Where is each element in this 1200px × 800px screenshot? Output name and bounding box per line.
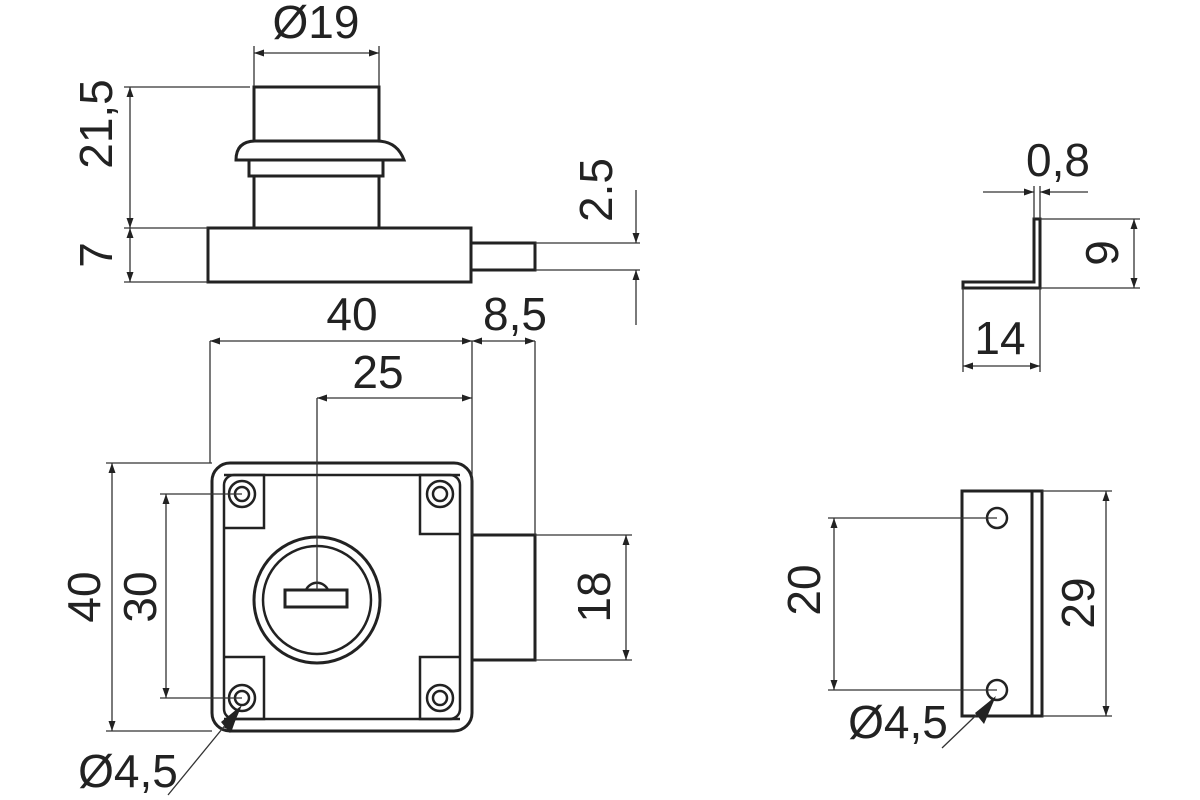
lock-side-view [206,85,537,284]
label-body-width: 40 [326,288,377,340]
dim-bolt-height: 2.5 [535,158,640,325]
label-body-height: 40 [58,571,110,622]
dim-bolt-width: 18 [535,534,632,661]
cylinder-neck [247,158,385,178]
mount-hole-bottom-right [425,683,455,713]
dim-bracket-height: 9 [1040,218,1140,289]
corner-boss-bottom-right [418,655,460,721]
dim-cylinder-height: 21,5 [70,79,250,228]
label-strike-hole-spacing: 20 [778,564,830,615]
corner-boss-bottom-left [224,655,266,721]
dim-body-thickness: 7 [70,227,208,283]
keyway-slot [283,588,349,609]
dim-body-height: 40 [58,462,212,732]
dim-strike-hole-spacing: 20 [778,517,997,691]
label-key-offset: 25 [352,346,403,398]
dim-strike-hole-diameter: Ø4,5 [848,696,996,749]
label-bracket-height: 9 [1076,240,1128,266]
label-bracket-width: 14 [974,312,1025,364]
label-bolt-width: 18 [568,571,620,622]
lock-front-view [210,461,537,733]
mount-hole-top-right [425,479,455,509]
cylinder-collar [234,139,407,162]
label-strike-hole-diameter: Ø4,5 [848,696,948,748]
cylinder-base [252,174,381,230]
dim-body-width: 40 [209,288,473,535]
label-hole-spacing: 30 [114,571,166,622]
dim-hole-spacing: 30 [114,493,242,699]
angle-bracket-view [961,217,1042,290]
dim-bracket-width: 14 [962,288,1041,372]
strike-plate-view [960,489,1044,718]
dim-plate-thickness: 0,8 [983,134,1090,219]
label-strike-height: 29 [1052,577,1104,628]
label-bolt-height: 2.5 [570,158,622,222]
label-top-diameter: Ø19 [273,0,360,48]
dim-bolt-projection: 8,5 [472,288,547,535]
label-body-thickness: 7 [70,242,122,268]
dim-strike-height: 29 [1042,490,1112,717]
angle-bracket [961,217,1042,290]
label-mount-hole-diameter: Ø4,5 [78,745,178,797]
dim-key-offset: 25 [316,346,472,590]
bolt-side [469,241,537,272]
dim-cylinder-diameter: Ø19 [253,0,380,86]
label-cylinder-height: 21,5 [70,79,122,169]
lock-body-side [206,226,473,284]
corner-boss-top-right [418,473,460,536]
cylinder-top [252,85,381,143]
bolt-front [470,533,537,662]
lock-body-inner [222,473,462,721]
dim-mount-hole-diameter: Ø4,5 [78,705,242,797]
label-bolt-projection: 8,5 [483,288,547,340]
strike-plate [960,489,1034,718]
corner-boss-top-left [224,473,266,530]
label-plate-thickness: 0,8 [1026,134,1090,186]
strike-plate-edge [1030,489,1044,718]
